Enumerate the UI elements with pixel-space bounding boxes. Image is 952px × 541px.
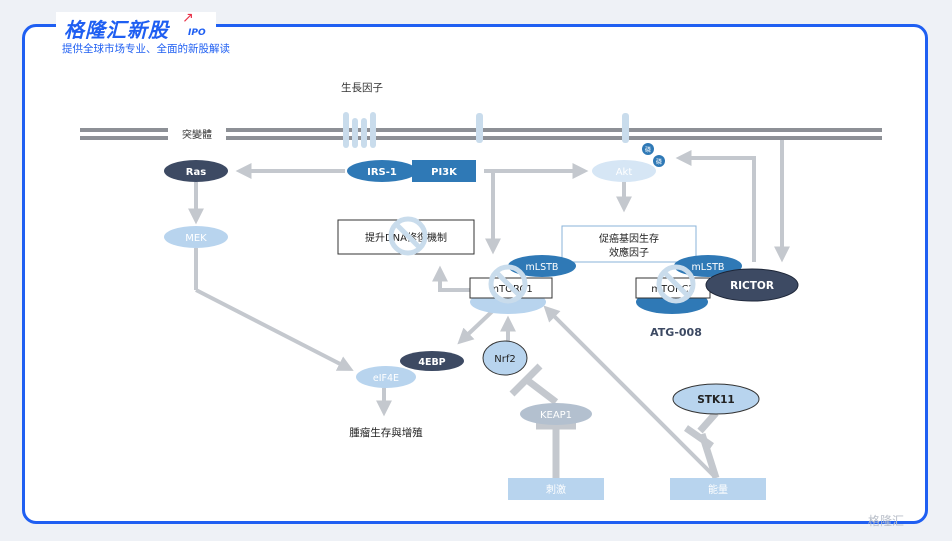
keap1-label: KEAP1 bbox=[540, 410, 572, 421]
mek-label: MEK bbox=[185, 233, 207, 244]
energy-label: 能量 bbox=[708, 483, 728, 496]
akt-node bbox=[592, 160, 656, 182]
akt-phospho-badge bbox=[642, 143, 654, 155]
ras-node bbox=[164, 160, 228, 182]
brand-ipo-tag: IPO bbox=[188, 28, 206, 38]
survival-factor-line1: 促癌基因生存 bbox=[599, 232, 659, 245]
stk11-node bbox=[672, 383, 760, 415]
akt-phospho-badge-2 bbox=[653, 155, 665, 167]
receptor-pi3k bbox=[476, 113, 483, 143]
nrf2-node bbox=[482, 340, 528, 376]
pathway-arrows bbox=[188, 140, 790, 480]
blocked-icon bbox=[388, 216, 428, 256]
akt-label: Akt bbox=[616, 167, 633, 178]
stimulus-box bbox=[508, 478, 604, 500]
energy-box bbox=[670, 478, 766, 500]
blocked-icon bbox=[656, 264, 696, 304]
4ebp-node bbox=[400, 351, 464, 371]
4ebp-label: 4EBP bbox=[418, 357, 445, 368]
brand-logo: 格隆汇新股 bbox=[64, 18, 169, 42]
eif4e-label: eIF4E bbox=[373, 373, 399, 384]
irs1-label: IRS-1 bbox=[367, 167, 397, 178]
akt-badge-2: 磷 bbox=[656, 158, 662, 166]
mlstb-right-node bbox=[674, 255, 742, 277]
receptor bbox=[343, 112, 376, 148]
stk11-label: STK11 bbox=[697, 394, 734, 406]
trend-arrow-icon: ↗ bbox=[182, 10, 194, 26]
receptor-akt bbox=[622, 113, 629, 143]
stimulus-label: 刺激 bbox=[546, 483, 566, 496]
mlstb-left-node bbox=[508, 255, 576, 277]
growth-factor-label: 生長因子 bbox=[341, 81, 383, 94]
survival-factor-line2: 效應因子 bbox=[609, 246, 649, 259]
nrf2-label: Nrf2 bbox=[494, 354, 515, 365]
tumor-label: 腫瘤生存與增殖 bbox=[349, 426, 423, 439]
watermark: 格隆汇 bbox=[868, 514, 905, 528]
mlstb-left-label: mLSTB bbox=[526, 262, 559, 273]
survival-factor-box bbox=[561, 225, 697, 263]
pi3k-node bbox=[412, 160, 476, 182]
eif4e-node bbox=[356, 366, 416, 388]
inhibition-lines bbox=[509, 363, 720, 480]
ras-label: Ras bbox=[186, 167, 206, 178]
keap1-node bbox=[520, 403, 592, 425]
akt-badge-1: 磷 bbox=[645, 146, 651, 154]
mek-node bbox=[164, 226, 228, 248]
irs1-node bbox=[347, 160, 417, 182]
pi3k-label: PI3K bbox=[431, 167, 458, 178]
membrane-label: 突變體 bbox=[182, 128, 212, 141]
rictor-node bbox=[705, 268, 799, 302]
brand-background bbox=[56, 12, 216, 56]
atg-label: ATG-008 bbox=[650, 326, 702, 339]
rictor-label: RICTOR bbox=[730, 280, 774, 292]
mtorc2-label: mTORC2 bbox=[651, 284, 695, 295]
brand-subtitle: 提供全球市场专业、全面的新股解读 bbox=[62, 43, 230, 55]
blocked-icon bbox=[488, 264, 528, 304]
mlstb-right-label: mLSTB bbox=[692, 262, 725, 273]
stk11-inhibition bbox=[684, 410, 719, 449]
